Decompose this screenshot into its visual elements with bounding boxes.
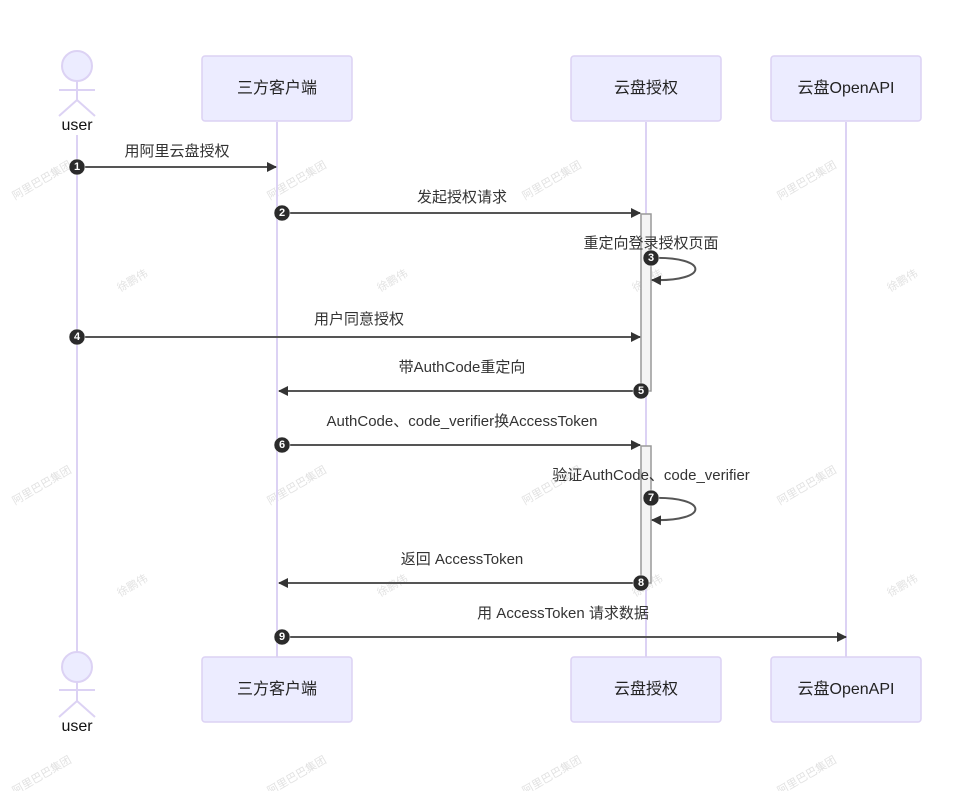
message-6[interactable]: AuthCode、code_verifier换AccessToken 6 [273,413,641,454]
actor-head-icon [61,50,93,82]
message-label: 返回 AccessToken [401,551,524,568]
actor-leg-right [76,99,96,117]
watermark-text: 徐鹏伟 [885,266,921,295]
participant-label: 三方客户端 [237,79,317,97]
watermark-text: 阿里巴巴集团 [10,462,74,507]
message-3-self[interactable]: 重定向登录授权页面 3 [583,235,719,286]
watermark-text: 阿里巴巴集团 [775,157,839,202]
participant-label: 云盘授权 [614,78,678,97]
participant-client-top[interactable]: 三方客户端 [201,55,353,122]
watermark-text: 阿里巴巴集团 [265,462,329,507]
watermark-text: 阿里巴巴集团 [775,752,839,791]
watermark-text: 徐鹏伟 [375,571,411,600]
message-label: 发起授权请求 [417,189,507,206]
participant-auth-top[interactable]: 云盘授权 [570,55,722,122]
sequence-badge [68,328,86,346]
message-5[interactable]: 带AuthCode重定向 5 [278,359,650,400]
actor-head-icon [61,651,93,683]
message-label: AuthCode、code_verifier换AccessToken [327,413,598,430]
sequence-number: 9 [279,631,285,643]
participant-openapi-top[interactable]: 云盘OpenAPI [770,55,922,122]
message-4[interactable]: 用户同意授权 4 [68,310,641,346]
actor-label: user [61,117,93,134]
message-label: 验证AuthCode、code_verifier [552,467,750,484]
sequence-number: 3 [648,252,654,264]
actor-leg-left [58,99,78,117]
message-7-self[interactable]: 验证AuthCode、code_verifier 7 [552,467,750,526]
sequence-badge [642,249,660,267]
sequence-number: 6 [279,439,285,451]
watermark-text: 阿里巴巴集团 [520,752,584,791]
watermark-text: 阿里巴巴集团 [10,752,74,791]
self-loop-arrow [650,256,697,286]
sequence-number: 4 [74,331,81,343]
message-label: 用阿里云盘授权 [124,142,229,160]
message-label: 用户同意授权 [314,310,404,328]
participant-client-bottom[interactable]: 三方客户端 [201,656,353,723]
message-label: 用 AccessToken 请求数据 [477,605,649,622]
sequence-number: 2 [279,207,285,219]
watermark-text: 阿里巴巴集团 [520,157,584,202]
participant-auth-bottom[interactable]: 云盘授权 [570,656,722,723]
participant-label: 云盘OpenAPI [798,78,895,97]
watermark-text: 徐鹏伟 [115,266,151,295]
message-9[interactable]: 用 AccessToken 请求数据 9 [273,605,847,646]
message-label: 重定向登录授权页面 [583,235,718,252]
participant-label: 三方客户端 [237,680,317,698]
message-2[interactable]: 发起授权请求 2 [273,189,641,222]
watermark-text: 阿里巴巴集团 [265,157,329,202]
self-loop-arrow [650,496,697,526]
sequence-badge [632,574,650,592]
sequence-badge [632,382,650,400]
sequence-badge [273,436,291,454]
sequence-badge [273,628,291,646]
sequence-badge [68,158,86,176]
actor-leg-right [76,700,96,718]
actor-user-top[interactable]: user [58,50,96,134]
actor-leg-left [58,700,78,718]
sequence-badge [273,204,291,222]
sequence-number: 1 [74,161,80,173]
sequence-number: 7 [648,492,654,504]
watermark-text: 徐鹏伟 [375,266,411,295]
watermark-text: 阿里巴巴集团 [10,157,74,202]
message-label: 带AuthCode重定向 [399,359,526,376]
sequence-number: 8 [638,577,644,589]
watermark-text: 阿里巴巴集团 [265,752,329,791]
sequence-badge [642,489,660,507]
watermark-text: 阿里巴巴集团 [775,462,839,507]
actor-label: user [61,718,93,735]
watermark-text: 徐鹏伟 [115,571,151,600]
watermark-text: 徐鹏伟 [885,571,921,600]
participant-label: 云盘OpenAPI [798,679,895,698]
participant-label: 云盘授权 [614,679,678,698]
participant-openapi-bottom[interactable]: 云盘OpenAPI [770,656,922,723]
actor-user-bottom[interactable]: user [58,651,96,735]
message-8[interactable]: 返回 AccessToken 8 [278,551,650,592]
message-1[interactable]: 用阿里云盘授权 1 [68,142,277,176]
sequence-number: 5 [638,385,644,397]
